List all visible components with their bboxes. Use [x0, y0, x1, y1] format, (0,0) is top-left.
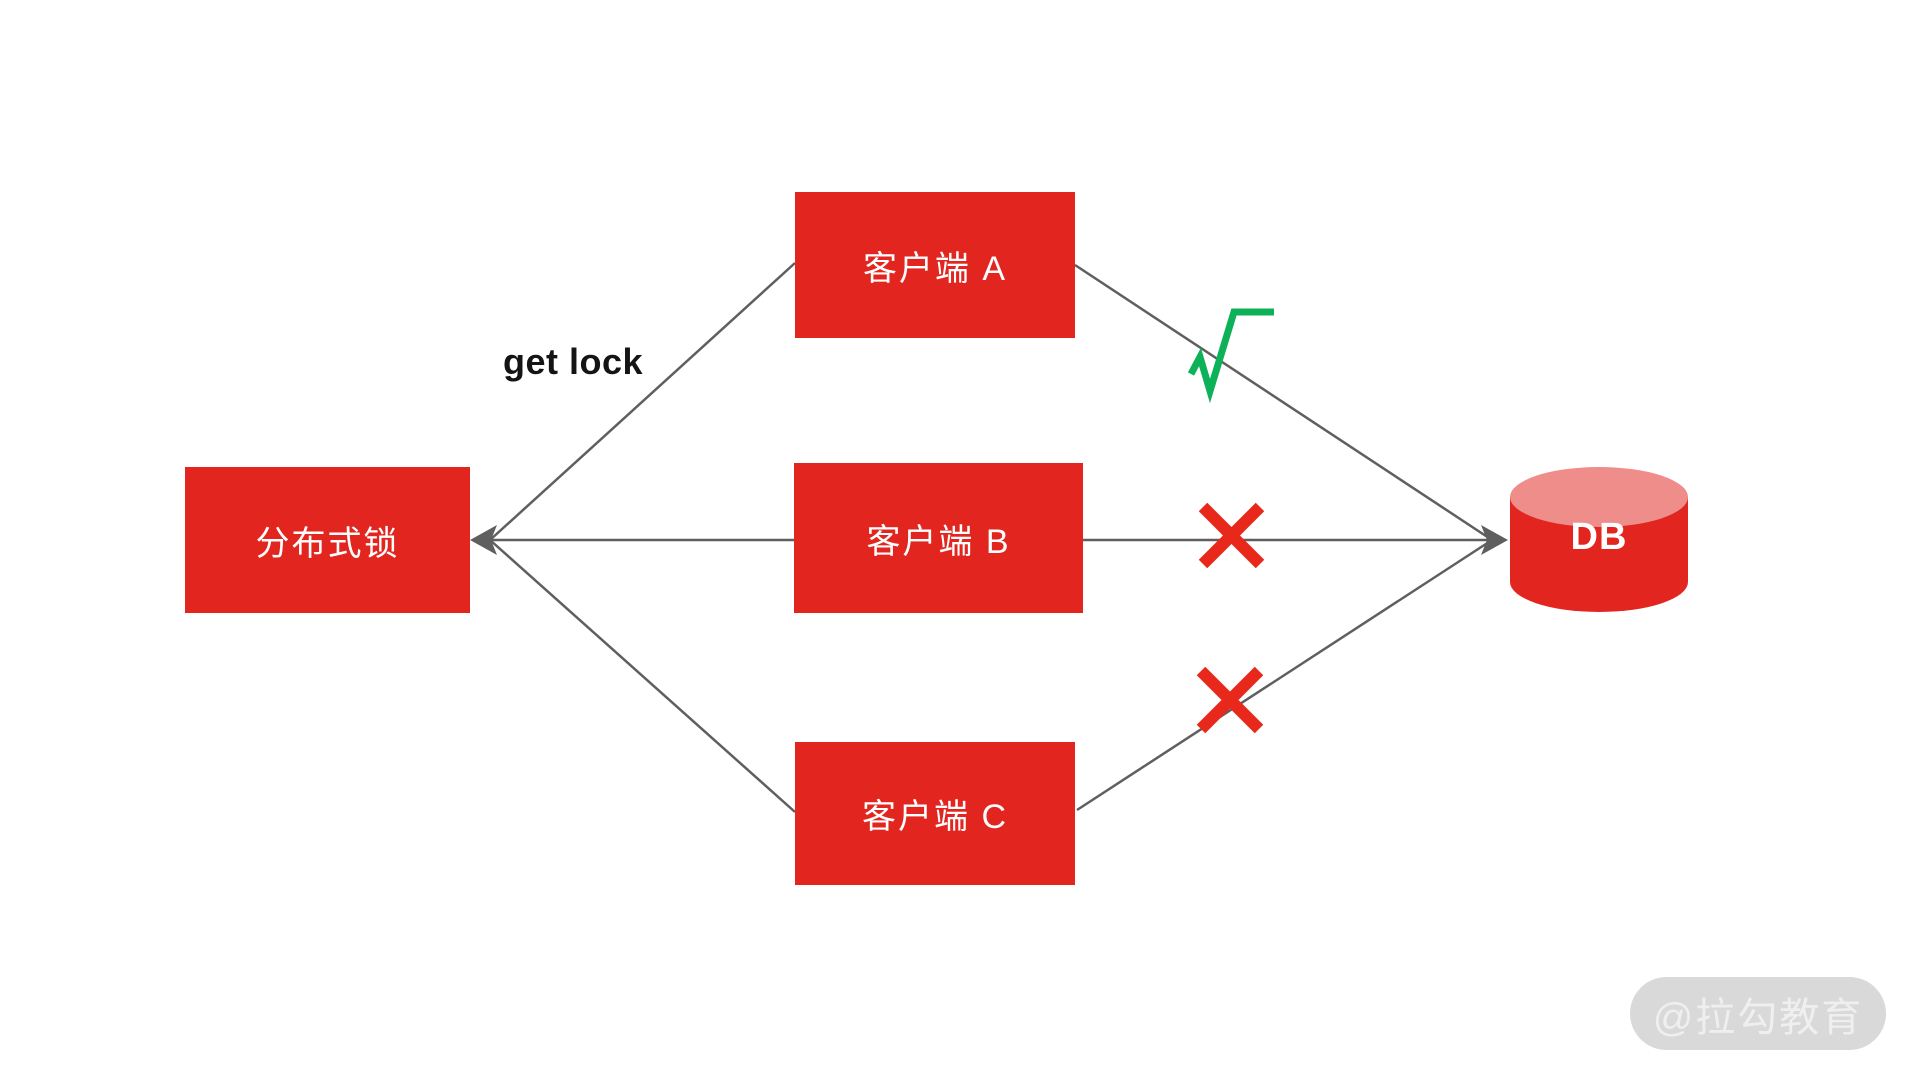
cross-stroke	[1198, 502, 1265, 569]
cross-icon	[1198, 502, 1265, 569]
node-client-c: 客户端 C	[795, 742, 1075, 885]
connector-client-a-db	[1074, 263, 1493, 542]
connector-lock-client-c	[489, 539, 796, 813]
cross-stroke	[1196, 666, 1264, 734]
cross-icon	[1196, 666, 1264, 734]
check-icon	[1187, 308, 1274, 404]
node-client-b-label: 客户端 B	[866, 522, 1011, 561]
database-cylinder-top	[1510, 467, 1688, 527]
database-cylinder	[1510, 467, 1688, 612]
node-client-a: 客户端 A	[795, 192, 1075, 338]
node-client-b: 客户端 B	[794, 463, 1083, 613]
watermark-badge: @拉勾教育	[1630, 977, 1886, 1050]
node-distributed-lock-label: 分布式锁	[255, 524, 400, 563]
edge-label-get-lock: get lock	[503, 341, 644, 382]
arrowhead-into-db-icon	[1481, 525, 1508, 555]
node-client-a-label: 客户端 A	[862, 249, 1008, 288]
watermark-text: @拉勾教育	[1652, 995, 1864, 1040]
database-cylinder-body	[1510, 497, 1688, 612]
node-client-c-label: 客户端 C	[862, 798, 1008, 836]
node-distributed-lock: 分布式锁	[185, 467, 470, 613]
arrowhead-into-lock-icon	[470, 525, 497, 555]
node-db-label: DB	[1570, 516, 1628, 558]
connector-lock-client-a	[489, 262, 796, 541]
connector-client-c-db	[1076, 538, 1493, 812]
